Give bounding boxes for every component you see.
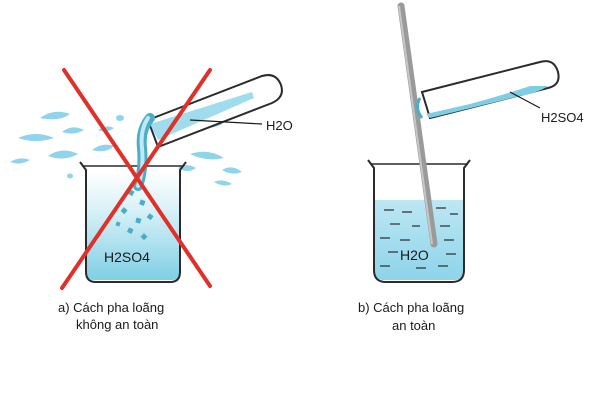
beaker-b-icon — [367, 159, 471, 283]
beaker-a-label: H2SO4 — [104, 249, 150, 265]
tube-a-label: H2O — [266, 118, 293, 133]
beaker-b-label: H2O — [400, 247, 429, 263]
beaker-a-icon — [79, 161, 187, 283]
liquid-dashes — [380, 207, 458, 269]
glass-rod-icon — [397, 2, 438, 248]
test-tube-a-icon — [133, 74, 283, 191]
panel-a: H2O H2SO4 a) Cách pha loãng không an toà… — [10, 68, 293, 332]
falling-drops — [115, 189, 154, 241]
unsafe-cross-icon — [60, 68, 212, 290]
test-tube-b-icon — [415, 60, 560, 120]
caption-a-line2: không an toàn — [76, 317, 158, 332]
tube-b-label: H2SO4 — [541, 110, 584, 125]
caption-a-line1: a) Cách pha loãng — [58, 300, 164, 315]
caption-b-line1: b) Cách pha loãng — [358, 300, 464, 315]
caption-b-line2: an toàn — [392, 318, 435, 333]
panel-b: H2SO4 H2O b) Cách pha loãng an toàn — [358, 2, 584, 333]
